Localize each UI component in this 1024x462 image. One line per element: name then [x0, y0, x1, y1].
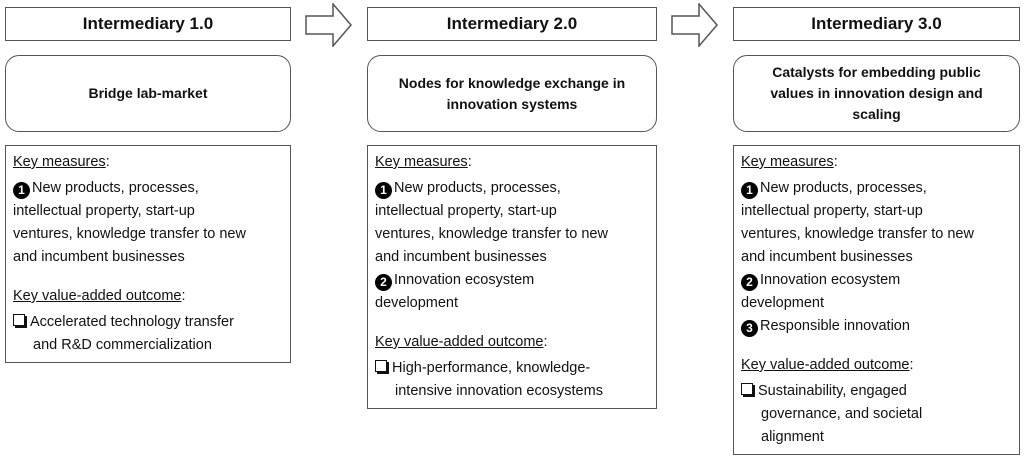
measure-text: and incumbent businesses	[741, 249, 913, 265]
measure-text: ventures, knowledge transfer to new	[741, 226, 974, 242]
outcome-line: governance, and societal	[741, 403, 1012, 426]
measure-text: New products, processes,	[760, 180, 927, 196]
measures-label: Key measures	[13, 154, 106, 170]
number-badge-icon: 1	[13, 182, 30, 199]
number-badge-icon: 1	[375, 182, 392, 199]
outcome-heading: Key value-added outcome:	[13, 285, 283, 307]
role-line: Bridge lab-market	[88, 85, 208, 101]
checkbox-icon	[375, 360, 387, 372]
measure-line: intellectual property, start-up	[13, 200, 283, 223]
role-line: Nodes for knowledge exchange in	[398, 74, 626, 91]
outcome-text: intensive innovation ecosystems	[395, 383, 603, 399]
measures-label: Key measures	[741, 154, 834, 170]
right-arrow-icon	[671, 1, 719, 52]
measure-line: ventures, knowledge transfer to new	[741, 223, 1012, 246]
outcome-text: High-performance, knowledge-	[392, 360, 591, 376]
outcome-heading: Key value-added outcome:	[375, 331, 649, 353]
colon: :	[467, 154, 472, 170]
number-badge-icon: 2	[375, 274, 392, 291]
measure-text: New products, processes,	[32, 180, 199, 196]
column-title: Intermediary 2.0	[367, 7, 657, 41]
role-line: values in innovation design and	[770, 85, 983, 101]
measure-text: Innovation ecosystem	[760, 272, 901, 288]
outcome-line: intensive innovation ecosystems	[375, 380, 649, 403]
measure-text: New products, processes,	[394, 180, 561, 196]
outcome-text: Accelerated technology transfer	[30, 314, 234, 330]
outcome-text: and R&D commercialization	[33, 337, 212, 353]
outcome-text: alignment	[761, 429, 824, 445]
colon: :	[833, 154, 838, 170]
outcome-line: Sustainability, engaged	[741, 380, 1012, 403]
role-box: Bridge lab-market	[5, 55, 291, 132]
measure-text: intellectual property, start-up	[13, 203, 195, 219]
number-badge-icon: 3	[741, 320, 758, 337]
role-line: scaling	[852, 106, 901, 122]
colon: :	[181, 288, 186, 304]
colon: :	[543, 334, 548, 350]
outcome-label: Key value-added outcome	[13, 288, 182, 304]
measure-text: Responsible innovation	[760, 318, 910, 334]
measure-text: development	[741, 295, 825, 311]
measure-text: intellectual property, start-up	[741, 203, 923, 219]
measure-text: development	[375, 295, 459, 311]
measure-text: and incumbent businesses	[375, 249, 547, 265]
column-title: Intermediary 1.0	[5, 7, 291, 41]
checkbox-icon	[13, 314, 25, 326]
measure-line: development	[741, 292, 1012, 315]
column-title: Intermediary 3.0	[733, 7, 1020, 41]
outcome-text: Sustainability, engaged	[758, 383, 907, 399]
measure-text: intellectual property, start-up	[375, 203, 557, 219]
colon: :	[105, 154, 110, 170]
outcome-line: Accelerated technology transfer	[13, 311, 283, 334]
outcome-text: governance, and societal	[761, 406, 923, 422]
measure-text: Innovation ecosystem	[394, 272, 535, 288]
right-arrow-icon	[305, 1, 353, 52]
measure-line: ventures, knowledge transfer to new	[13, 223, 283, 246]
number-badge-icon: 1	[741, 182, 758, 199]
measure-text: and incumbent businesses	[13, 249, 185, 265]
measures-heading: Key measures:	[13, 151, 283, 173]
measure-line: development	[375, 292, 649, 315]
measure-text: ventures, knowledge transfer to new	[13, 226, 246, 242]
measures-heading: Key measures:	[741, 151, 1012, 173]
outcome-label: Key value-added outcome	[375, 334, 544, 350]
role-line: Catalysts for embedding public	[772, 64, 981, 80]
checkbox-icon	[741, 383, 753, 395]
number-badge-icon: 2	[741, 274, 758, 291]
outcome-line: and R&D commercialization	[13, 334, 283, 357]
outcome-line: alignment	[741, 426, 1012, 449]
outcome-label: Key value-added outcome	[741, 357, 910, 373]
measures-label: Key measures	[375, 154, 468, 170]
measure-line: and incumbent businesses	[741, 246, 1012, 269]
measure-line: intellectual property, start-up	[375, 200, 649, 223]
measure-line: and incumbent businesses	[375, 246, 649, 269]
measure-line: intellectual property, start-up	[741, 200, 1012, 223]
outcome-line: High-performance, knowledge-	[375, 357, 649, 380]
role-box: Catalysts for embedding public values in …	[733, 55, 1020, 132]
role-line: innovation systems	[446, 95, 578, 112]
measure-line: and incumbent businesses	[13, 246, 283, 269]
outcome-heading: Key value-added outcome:	[741, 354, 1012, 376]
measure-text: ventures, knowledge transfer to new	[375, 226, 608, 242]
measures-heading: Key measures:	[375, 151, 649, 173]
role-box: Nodes for knowledge exchange in innovatio…	[367, 55, 657, 132]
colon: :	[909, 357, 914, 373]
measure-line: ventures, knowledge transfer to new	[375, 223, 649, 246]
